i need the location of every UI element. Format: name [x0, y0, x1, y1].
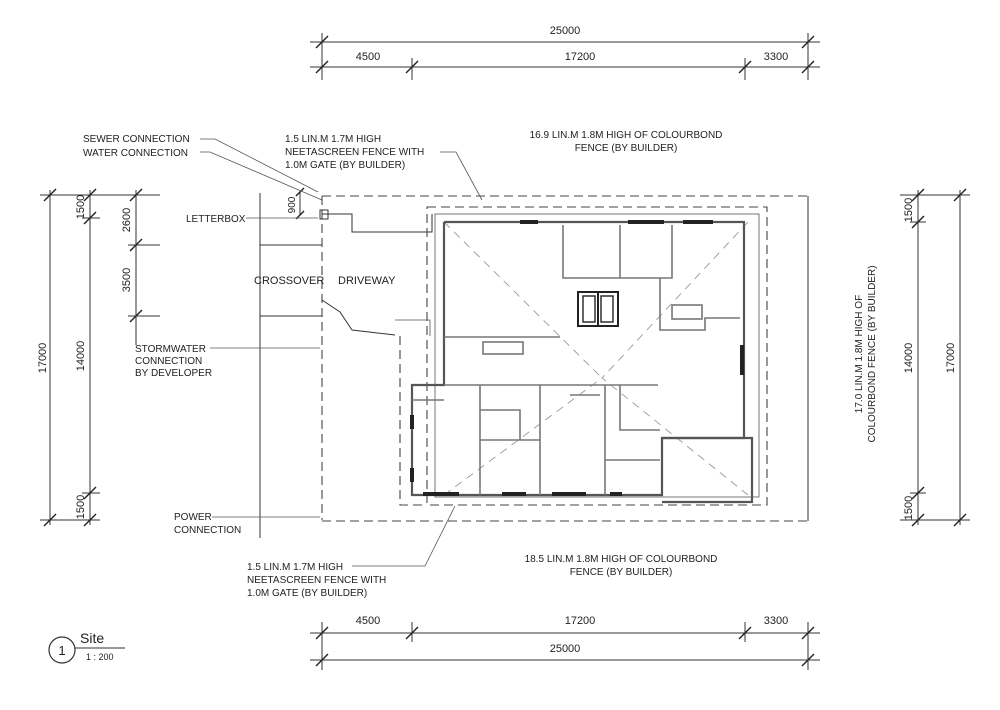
dim-bottom-overall: 25000: [550, 643, 581, 655]
fence-top-note-line1: 16.9 LIN.M 1.8M HIGH OF COLOURBOND: [530, 130, 723, 141]
crossover-label: CROSSOVER: [254, 275, 324, 287]
dim-right-overall: 17000: [945, 343, 957, 374]
dim-top-mid: 17200: [565, 51, 596, 63]
dim-letterbox-offset: 900: [287, 196, 298, 213]
house-footprint: [410, 220, 754, 504]
sewer-connection-label: SEWER CONNECTION: [83, 134, 190, 145]
stormwater-label-line2: CONNECTION: [135, 356, 202, 367]
dim-top-right: 3300: [764, 51, 788, 63]
neetascreen-top-note-line3: 1.0M GATE (BY BUILDER): [285, 160, 405, 171]
dim-left-top: 1500: [75, 195, 87, 219]
fence-bottom-note-line2: FENCE (BY BUILDER): [570, 567, 673, 578]
dim-right-top: 1500: [903, 198, 915, 222]
neetascreen-top-note-line2: NEETASCREEN FENCE WITH: [285, 147, 424, 158]
dim-top-overall: 25000: [550, 25, 581, 37]
dim-right-bottom: 1500: [903, 496, 915, 520]
neetascreen-bottom-note-line2: NEETASCREEN FENCE WITH: [247, 575, 386, 586]
annotation-labels: SEWER CONNECTION WATER CONNECTION LETTER…: [83, 130, 722, 599]
drawing-title-block: 1 Site 1 : 200: [48, 630, 125, 664]
drawing-number-circle: [48, 636, 76, 664]
neetascreen-bottom-note-line1: 1.5 LIN.M 1.7M HIGH: [247, 562, 343, 573]
fence-right-note-line2: COLOURBOND FENCE (BY BUILDER): [867, 265, 878, 442]
driveway-label: DRIVEWAY: [338, 275, 396, 287]
dim-left-sub-top: 2600: [121, 208, 133, 232]
drawing-number: 1: [58, 643, 65, 658]
dim-right-mid: 14000: [903, 343, 915, 374]
stormwater-label-line3: BY DEVELOPER: [135, 368, 212, 379]
fence-top-note-line2: FENCE (BY BUILDER): [575, 143, 678, 154]
dim-left-mid: 14000: [75, 341, 87, 372]
letterbox-label: LETTERBOX: [186, 214, 246, 225]
neetascreen-top-note-line1: 1.5 LIN.M 1.7M HIGH: [285, 134, 381, 145]
drawing-scale: 1 : 200: [86, 652, 114, 662]
left-dimension-group: 17000 1500 14000 1500 2600 3500 900: [37, 187, 305, 527]
fence-bottom-note-line1: 18.5 LIN.M 1.8M HIGH OF COLOURBOND: [525, 554, 718, 565]
top-dimension-group: 25000 4500 17200 3300: [310, 25, 820, 80]
dim-left-sub-mid: 3500: [121, 268, 133, 292]
site-boundary: [259, 193, 809, 538]
fence-right-note-line1: 17.0 LIN.M 1.8M HIGH OF: [854, 295, 865, 413]
power-connection-label-line2: CONNECTION: [174, 525, 241, 536]
dim-bottom-left: 4500: [356, 615, 380, 627]
bottom-dimension-group: 4500 17200 3300 25000: [310, 615, 820, 670]
water-connection-label: WATER CONNECTION: [83, 148, 188, 159]
dim-bottom-right: 3300: [764, 615, 788, 627]
dim-left-bottom: 1500: [75, 495, 87, 519]
neetascreen-bottom-note-line3: 1.0M GATE (BY BUILDER): [247, 588, 367, 599]
power-connection-label-line1: POWER: [174, 512, 212, 523]
dim-bottom-mid: 17200: [565, 615, 596, 627]
stormwater-label-line1: STORMWATER: [135, 344, 206, 355]
right-dimension-group: 1500 14000 1500 17000 17.0 LIN.M 1.8M HI…: [854, 188, 970, 527]
dim-left-overall: 17000: [37, 343, 49, 374]
dim-top-left: 4500: [356, 51, 380, 63]
drawing-title: Site: [80, 630, 104, 646]
